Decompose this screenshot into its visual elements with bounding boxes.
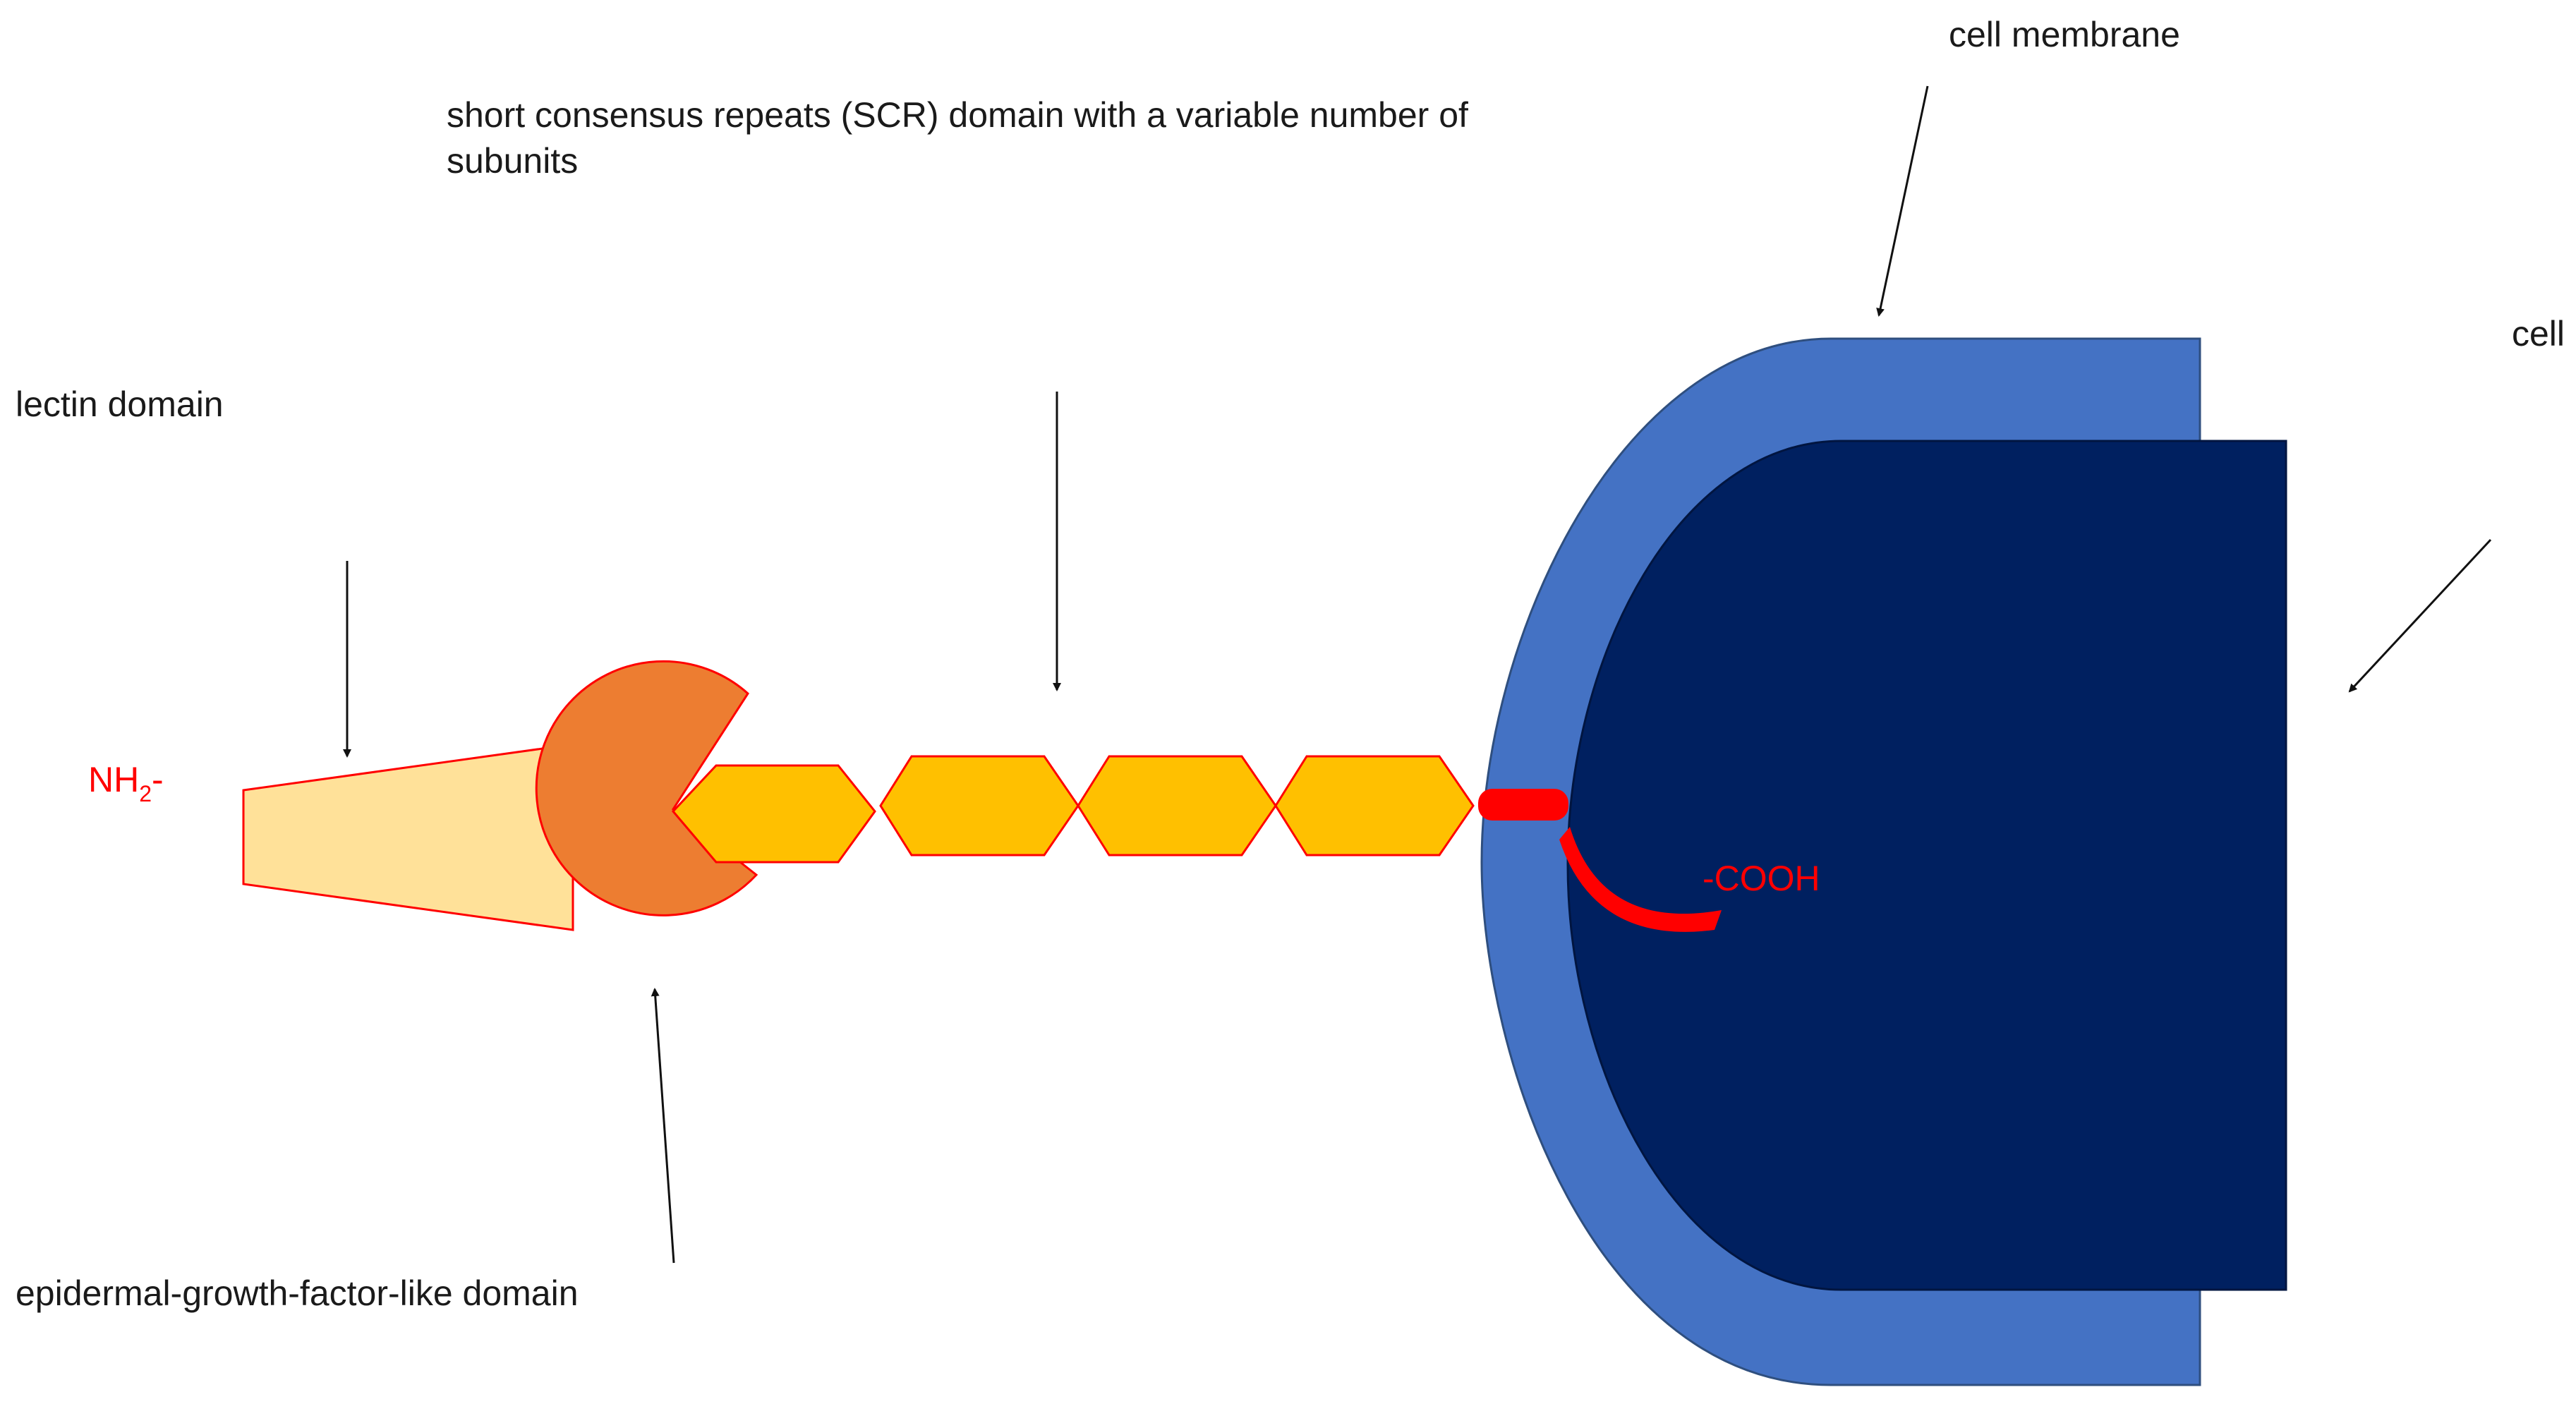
- cooh-terminus-label: -COOH: [1703, 859, 1820, 898]
- arrow-cell: [2348, 538, 2492, 693]
- arrow-cell-membrane: [1876, 85, 1929, 317]
- scr-subunit-1: [671, 764, 876, 864]
- cell-label: cell: [2512, 314, 2565, 353]
- lectin-domain-shape: [242, 743, 574, 931]
- cytoplasmic-tail: [1559, 827, 1722, 932]
- scr-subunit-4: [1274, 755, 1475, 857]
- lectin-label: lectin domain: [16, 385, 224, 424]
- egf-domain-shape: [535, 660, 758, 916]
- nh2-terminus-label: NH2-: [88, 760, 164, 806]
- nh2-subscript: 2: [139, 781, 152, 806]
- cell-membrane-label: cell membrane: [1949, 15, 2180, 54]
- scr-subunit-2: [879, 755, 1080, 857]
- arrow-egf: [651, 988, 675, 1264]
- scr-label-line1: short consensus repeats (SCR) domain wit…: [447, 95, 1468, 135]
- scr-subunit-3: [1077, 755, 1277, 857]
- nh2-main: NH: [88, 760, 139, 799]
- scr-label-line2: subunits: [447, 141, 578, 181]
- transmembrane-segment: [1478, 789, 1568, 821]
- egf-label: epidermal-growth-factor-like domain: [16, 1273, 579, 1313]
- cell-interior-shape: [1566, 440, 2287, 1291]
- nh2-dash: -: [152, 760, 164, 799]
